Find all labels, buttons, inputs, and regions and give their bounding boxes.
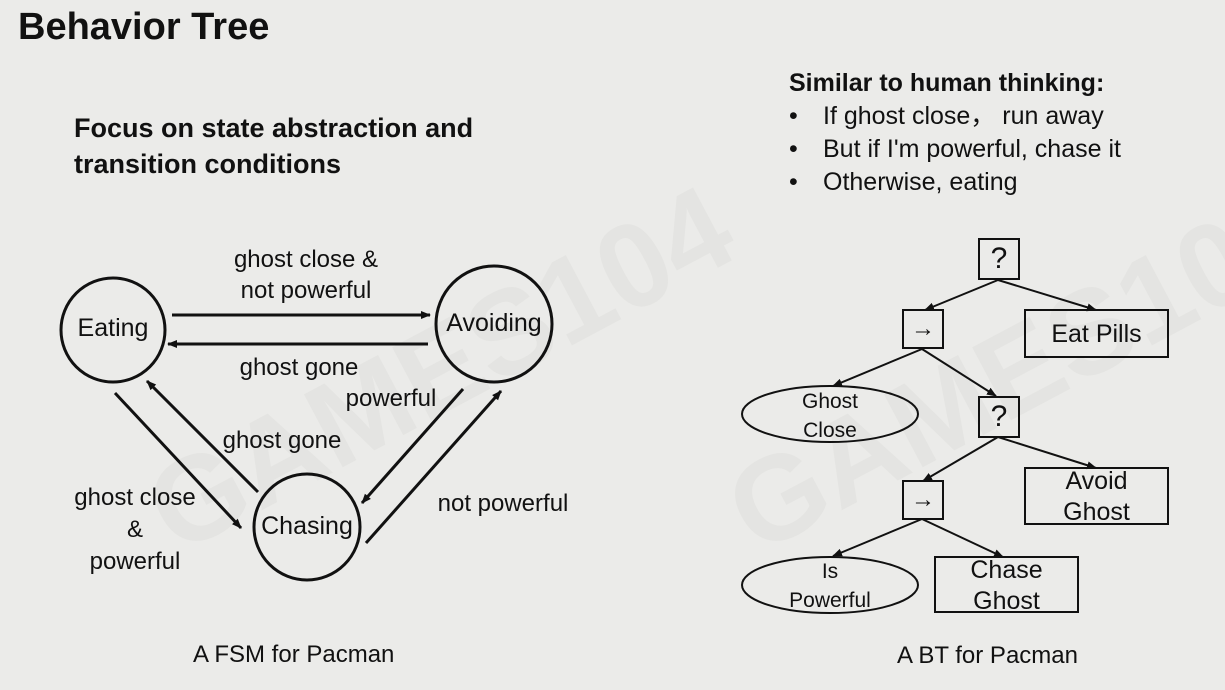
bt-sequence2-label: → [911, 486, 935, 513]
bt-edge-sequence2-to-is-powerful [832, 518, 923, 557]
label-line: Ghost [1063, 498, 1130, 526]
fsm-state-chasing-label: Chasing [261, 512, 353, 540]
bt-edge-sequence1-to-ghost-close [832, 348, 923, 387]
bt-ghost-close-ellipse [741, 385, 919, 443]
bt-edge-selector2-to-avoid-ghost [997, 436, 1097, 470]
label-line: Close [803, 419, 857, 442]
bt-ghost-close-label: Ghost Close [742, 387, 918, 445]
label-line: & [126, 516, 143, 543]
fsm-arrow-eating-to-chasing [113, 391, 243, 530]
fsm-state-chasing-circle [252, 472, 362, 582]
label-line: Avoid [1065, 467, 1128, 495]
bullet-item: • If ghost close， run away [789, 100, 1121, 133]
slide-title: Behavior Tree [18, 6, 270, 48]
label-line: ghost close [74, 484, 196, 511]
bullet-dot: • [789, 102, 798, 130]
fsm-state-avoiding-circle [434, 264, 554, 384]
label-line: Is [821, 560, 839, 583]
fsm-state-eating-circle [59, 276, 167, 384]
bt-selector2-label: ? [990, 400, 1008, 433]
bt-is-powerful-ellipse [741, 556, 919, 614]
bt-sequence1-box [902, 309, 944, 349]
bullet-text: Otherwise, eating [823, 168, 1018, 196]
fsm-arrow-chasing-to-eating [145, 379, 260, 494]
bt-caption: A BT for Pacman [897, 642, 1078, 669]
bt-edge-sequence1-to-selector2 [921, 348, 997, 397]
label-line: Ghost [973, 587, 1040, 615]
bt-chase-ghost-box [934, 556, 1079, 613]
fsm-arrow-avoiding-to-chasing [360, 388, 465, 504]
bullet-text: But if I'm powerful, chase it [823, 135, 1121, 163]
bullet-dot: • [789, 168, 798, 196]
fsm-label-chasing-to-eating: ghost gone [222, 427, 342, 454]
fsm-label-chasing-to-avoiding: not powerful [437, 490, 569, 517]
fsm-label-avoiding-to-eating: ghost gone [239, 354, 359, 381]
bt-edge-selector2-to-sequence2 [922, 436, 999, 482]
bt-avoid-ghost-label: Avoid Ghost [1025, 466, 1168, 528]
fsm-state-avoiding-label: Avoiding [446, 309, 542, 337]
fsm-arrow-chasing-to-avoiding [364, 390, 503, 544]
intro-bullet-list: • If ghost close， run away • But if I'm po… [789, 100, 1121, 199]
fsm-label-avoiding-to-chasing: powerful [345, 385, 437, 412]
label-line: Chase [970, 556, 1043, 584]
bt-eat-pills-label: Eat Pills [1051, 320, 1142, 348]
label-line: ghost close & [233, 246, 379, 273]
fsm-state-eating-label: Eating [77, 314, 149, 342]
bt-edge-sequence2-to-chase-ghost [921, 518, 1004, 558]
bt-selector2-box [978, 396, 1020, 438]
fsm-label-eating-to-chasing: ghost close & powerful [50, 482, 220, 578]
bt-sequence2-box [902, 480, 944, 520]
bullet-text: If ghost close， run away [823, 102, 1104, 130]
bt-root-selector-box [978, 238, 1020, 280]
fsm-caption: A FSM for Pacman [193, 641, 395, 668]
label-line: powerful [89, 548, 181, 575]
bt-edge-root-to-sequence1 [924, 279, 999, 311]
bt-avoid-ghost-box [1024, 467, 1169, 525]
bullet-item: • But if I'm powerful, chase it [789, 133, 1121, 166]
intro-heading: Similar to human thinking: [789, 69, 1105, 97]
intro-block: Similar to human thinking: • If ghost clo… [789, 66, 1121, 199]
bullet-item: • Otherwise, eating [789, 166, 1121, 199]
bt-chase-ghost-label: Chase Ghost [935, 555, 1078, 617]
subtitle-line-2: transition conditions [74, 149, 341, 179]
bt-eat-pills-box [1024, 309, 1169, 358]
slide-subtitle: Focus on state abstraction and transitio… [74, 110, 473, 182]
label-line: not powerful [240, 277, 372, 304]
bullet-dot: • [789, 135, 798, 163]
fsm-label-eating-to-avoiding: ghost close & not powerful [206, 244, 406, 306]
bt-sequence1-label: → [911, 315, 935, 342]
bt-edge-root-to-eat-pills [997, 279, 1097, 312]
bt-root-selector-label: ? [990, 242, 1008, 275]
subtitle-line-1: Focus on state abstraction and [74, 113, 474, 143]
label-line: Powerful [789, 589, 871, 612]
label-line: Ghost [801, 390, 859, 413]
bt-is-powerful-label: Is Powerful [742, 557, 918, 615]
